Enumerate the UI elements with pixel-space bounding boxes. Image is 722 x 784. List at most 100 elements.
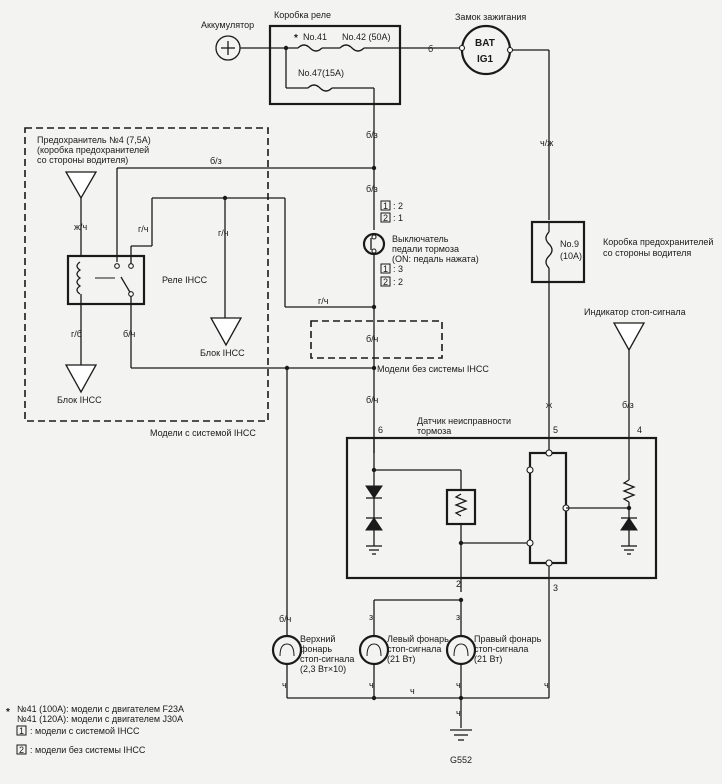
brake-sensor-box (345, 436, 658, 580)
lamp-upper-label-1: Верхний (300, 634, 335, 644)
wire-gch-2: г/ч (218, 228, 229, 238)
lamp-right-label-2: стоп-сигнала (474, 644, 528, 654)
wire-z-1: з (369, 612, 373, 622)
lamp-right-label-1: Правый фонарь (474, 634, 542, 644)
ihcc-relay (66, 254, 146, 306)
fuse47-symbol (307, 84, 333, 92)
legend-box-1 (16, 725, 27, 736)
stop-indicator-label: Индикатор стоп-сигнала (584, 307, 686, 317)
wire-ch-2: ч (369, 680, 374, 690)
pin-5: 5 (553, 425, 558, 435)
lamp-left (358, 634, 390, 666)
wire-z-2: з (456, 612, 460, 622)
fuse41-symbol (297, 44, 323, 52)
wire-bz-3: б/з (366, 184, 378, 194)
svg-text:2: 2 (19, 745, 24, 755)
wire-ch-6: ч (456, 708, 461, 718)
relay-box-label: Коробка реле (274, 10, 331, 20)
svg-text:1: 1 (383, 201, 388, 211)
battery-symbol (215, 35, 241, 61)
wire-ch-3: ч (456, 680, 461, 690)
lamp-right-label-3: (21 Вт) (474, 654, 502, 664)
relay-box (268, 24, 402, 106)
connector-legend-top: 1 : 2 2 : 1 (380, 200, 403, 223)
lamp-upper-label-4: (2,3 Вт×10) (300, 664, 346, 674)
fuse9-label: No.9 (560, 239, 579, 249)
wire-ch-1: ч (282, 680, 287, 690)
fuse4-label-2: (коробка предохранителей (37, 145, 149, 155)
lamp-left-label-1: Левый фонарь (387, 634, 449, 644)
wire-b: б (428, 44, 433, 54)
brake-sensor-label-2: тормоза (417, 426, 451, 436)
note-fuse41-f23a: №41 (100A): модели с двигателем F23A (17, 704, 184, 714)
note-fuse41-j30a: №41 (120A): модели с двигателем J30A (17, 714, 183, 724)
fuse4-label-1: Предохранитель №4 (7,5A) (37, 135, 151, 145)
svg-text:: 2: : 2 (393, 277, 403, 287)
note-ihcc: : модели с системой IHCC (30, 726, 140, 736)
legend-box-2 (16, 744, 27, 755)
ignition-label: Замок зажигания (455, 12, 526, 22)
wire-zh: ж (546, 400, 552, 410)
wire-zhzh: ч/ж (540, 138, 553, 148)
wire-bch-4: б/ч (279, 614, 292, 624)
wire-ch-5: ч (410, 686, 415, 696)
lamp-left-label-3: (21 Вт) (387, 654, 415, 664)
fuse41-label: No.41 (303, 32, 327, 42)
ihcc-block-connector-2 (209, 317, 243, 347)
ground-label: G552 (450, 755, 472, 765)
fuse47-label: No.47(15A) (298, 68, 344, 78)
wire-bz-2: б/з (366, 130, 378, 140)
svg-text:1: 1 (383, 264, 388, 274)
pin-6: 6 (378, 425, 383, 435)
ihcc-models-label: Модели с системой IHCC (150, 428, 256, 438)
sensor-switch-element (528, 451, 568, 565)
ihcc-block-label-2: Блок IHCC (200, 348, 245, 358)
svg-text:: 1: : 1 (393, 213, 403, 223)
diode-1 (365, 485, 383, 499)
lamp-upper (271, 634, 303, 666)
battery-label: Аккумулятор (201, 20, 254, 30)
svg-text:: 2: : 2 (393, 201, 403, 211)
wire-zhch: ж/ч (74, 222, 88, 232)
lamp-right (445, 634, 477, 666)
wire-bch-2: б/ч (366, 334, 379, 344)
wire-gb: г/б (71, 329, 82, 339)
svg-text:2: 2 (383, 213, 388, 223)
lamp-upper-label-3: стоп-сигнала (300, 654, 354, 664)
ihcc-block-connector-1 (64, 364, 98, 394)
fuse4-label-3: со стороны водителя) (37, 155, 128, 165)
fuse41-mark: * (294, 33, 298, 44)
pin-4: 4 (637, 425, 642, 435)
ihcc-region (24, 127, 269, 422)
note-non-ihcc: : модели без системы IHCC (30, 745, 146, 755)
fuse9-amp: (10A) (560, 251, 582, 261)
note-star: * (6, 707, 10, 718)
fuse42-symbol (339, 44, 365, 52)
ignition-bat: BAT (475, 38, 495, 49)
fuse4-connector-triangle (64, 171, 98, 200)
lamp-left-label-2: стоп-сигнала (387, 644, 441, 654)
brake-switch-label-2: педали тормоза (392, 244, 459, 254)
brake-switch-label-3: (ON: педаль нажата) (392, 254, 479, 264)
wire-gch-1: г/ч (138, 224, 149, 234)
fuse42-label: No.42 (50A) (342, 32, 391, 42)
ignition-switch (460, 24, 512, 76)
ihcc-relay-label: Реле IHCC (162, 275, 208, 285)
svg-text:1: 1 (19, 726, 24, 736)
diode-3 (620, 517, 638, 531)
brake-sensor-label-1: Датчик неисправности (417, 416, 511, 426)
ihcc-block-label-1: Блок IHCC (57, 395, 102, 405)
driver-fusebox-label-1: Коробка предохранителей (603, 237, 713, 247)
pin-2: 2 (456, 579, 461, 589)
fuse9-symbol (545, 231, 553, 269)
wire-bch-1: б/ч (123, 329, 136, 339)
diode-2 (365, 517, 383, 531)
ihcc-relay-coil (76, 261, 82, 295)
indicator-resistor (622, 479, 636, 503)
svg-text:2: 2 (383, 277, 388, 287)
non-ihcc-region (310, 320, 443, 359)
lamp-upper-label-2: фонарь (300, 644, 332, 654)
stop-indicator-connector (612, 322, 646, 352)
